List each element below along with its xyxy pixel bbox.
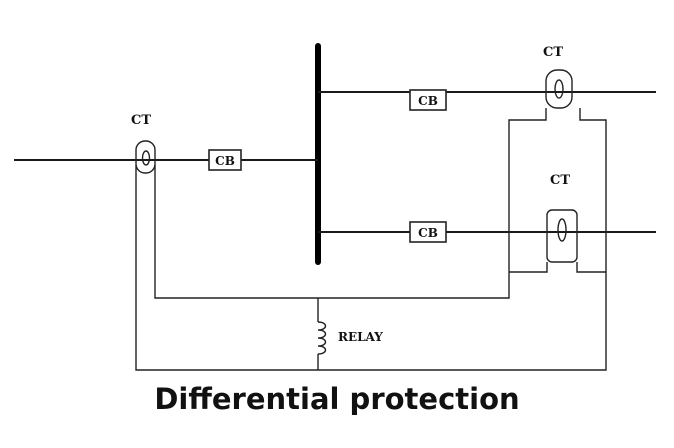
cb-label-top: CB (418, 94, 438, 108)
current-transformer-left: CT (131, 113, 156, 174)
relay-coil-icon (317, 321, 327, 355)
circuit-breaker-bottom: CB (409, 221, 447, 243)
circuit-breaker-top: CB (409, 89, 447, 111)
cb-label-left: CB (215, 154, 235, 168)
inner-secondary-loop (154, 108, 547, 299)
current-transformer-top: CT (543, 45, 573, 109)
circuit-breaker-left: CB (208, 149, 242, 171)
bottom-ct-outer-tie (576, 262, 606, 273)
outer-secondary-loop (135, 108, 607, 371)
relay-label: RELAY (338, 330, 383, 344)
ct-label-left: CT (131, 113, 151, 128)
ct-label-top: CT (543, 45, 563, 60)
current-transformer-bottom: CT (546, 173, 578, 263)
diagram-caption: Differential protection (154, 382, 520, 416)
cb-label-bottom: CB (418, 226, 438, 240)
ct-label-bottom: CT (550, 173, 570, 188)
bottom-ct-inner-tie (509, 262, 548, 273)
